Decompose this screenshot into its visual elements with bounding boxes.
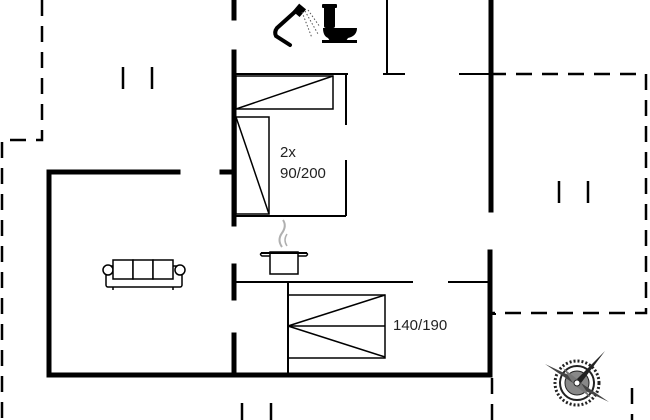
interior-walls — [236, 0, 496, 375]
terrace-marker-icon — [557, 181, 590, 203]
compass-rose-icon — [545, 351, 609, 415]
terrace-right-outline — [490, 72, 648, 315]
toilet-icon — [322, 4, 357, 43]
bedroom-1-label-size: 90/200 — [280, 165, 326, 182]
terrace-top-left-outline — [0, 0, 44, 420]
terrace-marker-icon — [240, 403, 273, 420]
terrace-marker-icon — [121, 67, 154, 89]
bedroom-1-label-count: 2x — [280, 144, 296, 161]
walls — [46, 0, 494, 378]
cooking-pot-icon — [259, 219, 309, 275]
twin-bed-icon — [235, 75, 334, 215]
living-room-wall — [46, 169, 493, 378]
double-bed-icon — [287, 294, 386, 359]
shower-icon — [273, 3, 321, 47]
bedroom-2-label-size: 140/190 — [393, 317, 447, 334]
sofa-icon — [102, 259, 186, 290]
